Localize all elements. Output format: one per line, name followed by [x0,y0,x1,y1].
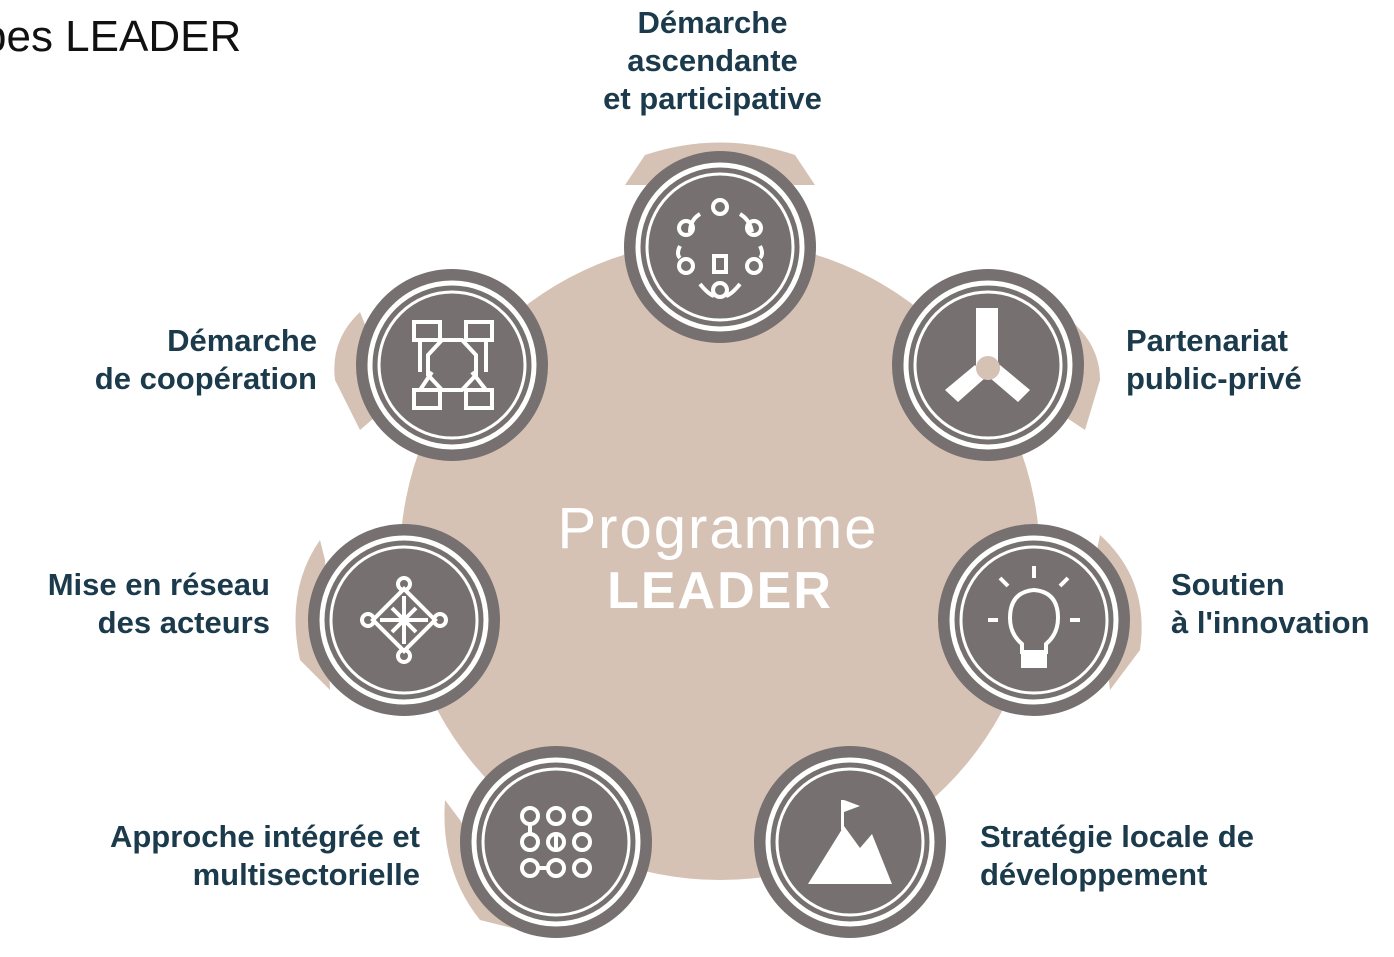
principle-label-participation: Démarche ascendante et participative [603,5,822,116]
wheel-disc [400,240,1040,880]
icon-disc-participation [624,151,816,343]
principle-label-integrated: Approche intégrée et multisectorielle [109,819,420,892]
icon-disc-network [308,524,500,716]
network-knot-icon [360,576,448,664]
center-title-line1: Programme [558,496,879,561]
principle-label-cooperation: Démarche de coopération [94,323,317,396]
icon-disc-strategy [754,746,946,938]
page-title: pes LEADER [0,12,242,61]
principle-label-strategy: Stratégie locale de développement [980,819,1254,892]
icon-disc-cooperation [356,269,548,461]
icon-disc-partnership [892,269,1084,461]
icon-disc-innovation [938,524,1130,716]
participation-icon [676,198,764,299]
mountain-flag-icon [808,800,892,884]
icon-disc-integrated [460,746,652,938]
partnership-hands-icon [945,308,1030,402]
center-title-line2: LEADER [607,562,833,620]
cooperation-hands-icon [412,320,494,410]
principle-label-network: Mise en réseau des acteurs [47,567,270,640]
principle-label-partnership: Partenariat public-privé [1126,323,1302,396]
connected-dots-icon [520,806,592,878]
principle-label-innovation: Soutien à l'innovation [1171,567,1370,640]
lightbulb-icon [988,566,1080,668]
